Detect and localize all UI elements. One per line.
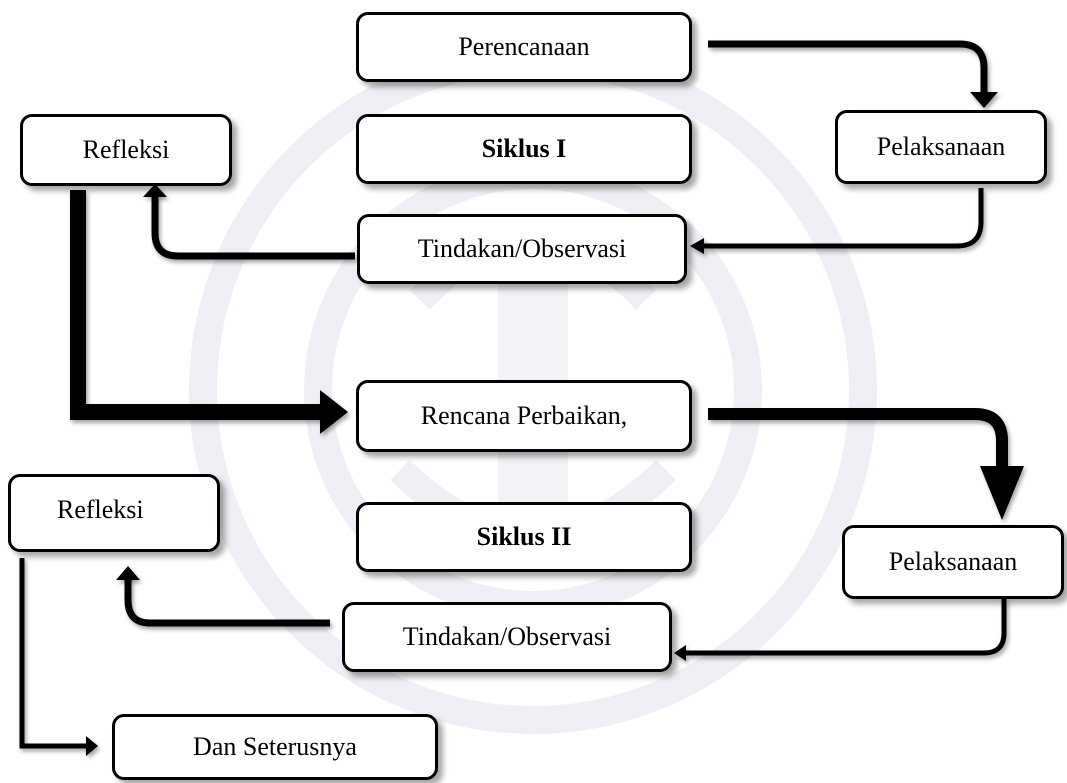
node-refleksi-1: Refleksi (20, 114, 232, 186)
arrow-refleksi-to-rencana (70, 190, 322, 420)
arrow-rencana-to-pelaksanaan (708, 408, 1008, 468)
node-label: Tindakan/Observasi (402, 622, 612, 651)
node-label: Perencanaan (458, 32, 590, 61)
arrowhead-tindakan-1 (690, 238, 704, 254)
node-tindakan-observasi-2: Tindakan/Observasi (342, 602, 672, 672)
node-label: Refleksi (82, 135, 170, 164)
node-label: Siklus I (481, 134, 567, 163)
arrowhead-pelaksanaan-1 (970, 92, 998, 108)
node-label: Dan Seterusnya (193, 732, 357, 761)
arrowhead-rencana (320, 390, 348, 434)
node-pelaksanaan-2: Pelaksanaan (842, 525, 1064, 599)
arrowhead-refleksi-1 (143, 184, 167, 197)
arrowhead-refleksi-2 (116, 566, 140, 580)
arrowhead-pelaksanaan-2 (980, 466, 1024, 520)
arrowhead-tindakan-2 (674, 645, 686, 661)
node-label: Pelaksanaan (876, 132, 1006, 161)
node-rencana-perbaikan: Rencana Perbaikan, (356, 380, 692, 452)
arrow-pelaksanaan-to-tindakan (704, 188, 984, 249)
node-label: Refleksi (57, 495, 144, 524)
arrow-tindakan-to-refleksi (151, 195, 355, 260)
arrowhead-dan-seterusnya (86, 736, 98, 756)
node-dan-seterusnya: Dan Seterusnya (112, 714, 438, 780)
node-refleksi-2: Refleksi (8, 474, 220, 552)
arrow-tindakan2-to-refleksi2 (124, 577, 330, 627)
node-tindakan-observasi-1: Tindakan/Observasi (357, 214, 687, 284)
node-label: Rencana Perbaikan, (420, 401, 628, 430)
node-siklus-1: Siklus I (356, 114, 692, 184)
node-label: Tindakan/Observasi (417, 234, 627, 263)
arrow-perencanaan-to-pelaksanaan (708, 40, 988, 94)
node-siklus-2: Siklus II (356, 502, 692, 572)
node-perencanaan: Perencanaan (356, 12, 692, 82)
arrow-refleksi2-to-dan-seterusnya (19, 558, 88, 749)
node-label: Siklus II (476, 522, 572, 551)
node-pelaksanaan-1: Pelaksanaan (835, 110, 1047, 184)
arrow-pelaksanaan2-to-tindakan2 (686, 598, 1007, 656)
node-label: Pelaksanaan (888, 547, 1018, 576)
